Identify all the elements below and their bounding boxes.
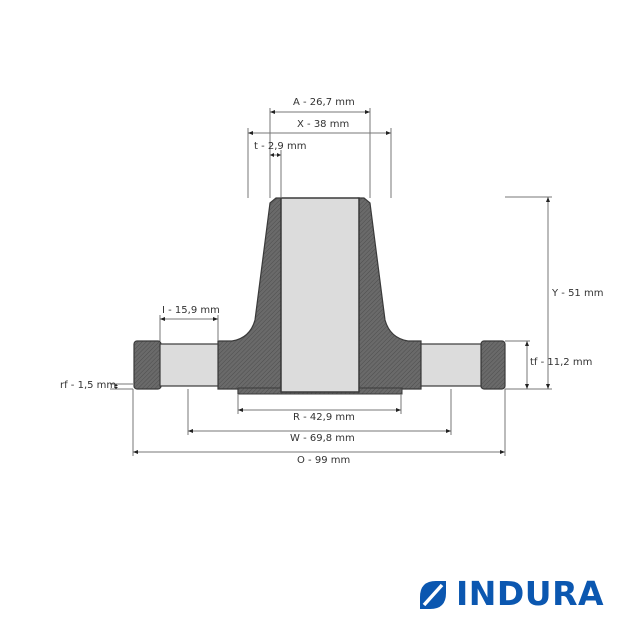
dim-label-a: A - 26,7 mm (293, 97, 355, 108)
dim-label-i: I - 15,9 mm (162, 305, 220, 316)
indura-logo-icon (420, 581, 446, 609)
bolt-hole-right (420, 343, 482, 387)
brand-logo: INDURA (418, 577, 604, 611)
bolt-hole-left (159, 343, 219, 387)
dim-label-tf: tf - 11,2 mm (530, 357, 593, 368)
flange-ring-left (133, 340, 162, 390)
dimension-arrows (114, 110, 550, 454)
dim-label-x: X - 38 mm (297, 119, 350, 130)
flange-ring-right (480, 340, 506, 390)
dim-label-rf: rf - 1,5 mm (60, 380, 117, 391)
dimension-lines (110, 108, 552, 456)
bore (280, 197, 360, 393)
brand-name: INDURA (456, 574, 605, 613)
dim-label-t: t - 2,9 mm (254, 141, 307, 152)
dim-label-w: W - 69,8 mm (290, 433, 355, 444)
dim-label-o: O - 99 mm (297, 455, 351, 466)
flange-body-left (217, 197, 282, 394)
dim-label-r: R - 42,9 mm (293, 412, 355, 423)
flange-body-right (357, 197, 422, 390)
dim-label-y: Y - 51 mm (552, 288, 604, 299)
flange-section (133, 197, 506, 395)
